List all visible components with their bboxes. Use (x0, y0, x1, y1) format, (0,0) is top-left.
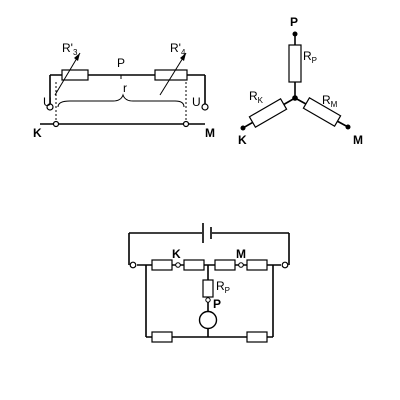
arrowhead-r4 (180, 53, 186, 61)
label-rp-fig2: RP (303, 49, 317, 65)
label-k-fig2: K (238, 133, 247, 147)
node-k-star (240, 125, 246, 131)
label-p-fig2: P (290, 15, 298, 29)
terminal-k (52, 120, 60, 128)
terminal-u-left (46, 103, 54, 111)
label-p-fig1: P (117, 56, 125, 70)
label-u-right: U (192, 95, 201, 109)
resistor-row-2 (183, 259, 205, 271)
resistor-rp-star (288, 44, 302, 83)
label-rk-fig2: RK (249, 89, 264, 105)
resistor-rk (248, 97, 288, 129)
label-k-fig3: K (172, 247, 181, 261)
label-k-fig1: K (33, 126, 42, 140)
star-center-node (292, 95, 298, 101)
label-m-fig2: M (353, 133, 363, 147)
label-p-fig3: P (213, 297, 221, 311)
resistor-rm (302, 96, 342, 128)
meter (198, 310, 218, 330)
resistor-rp-bridge (202, 279, 214, 298)
resistor-bottom-right (246, 331, 268, 343)
node-p-bridge (205, 297, 211, 303)
label-r: r (123, 81, 127, 95)
node-p-star (292, 31, 298, 37)
resistor-r4 (154, 69, 188, 81)
label-m-fig1: M (205, 126, 215, 140)
tap-k (175, 262, 181, 268)
figure-slide-wire: R'3 R'4 P r U U K M (33, 41, 215, 140)
label-u-left: U (43, 95, 52, 109)
brace-r (57, 93, 185, 108)
terminal-m (182, 120, 190, 128)
figure-star-network: P RP RK RM K M (238, 15, 363, 147)
resistor-r3 (61, 69, 89, 81)
resistor-row-4 (246, 259, 268, 271)
terminal-row-left (129, 261, 137, 269)
variable-arrow-r4 (159, 52, 187, 96)
variable-arrow-r3 (54, 52, 81, 96)
resistor-rk-group (248, 97, 288, 129)
resistor-bottom-left (151, 331, 173, 343)
tap-m (238, 262, 244, 268)
node-m-star (345, 124, 351, 130)
resistor-row-3 (214, 259, 236, 271)
resistor-row-1 (151, 259, 173, 271)
label-rp-fig3: RP (216, 279, 230, 295)
terminal-u-right (201, 103, 209, 111)
label-r3: R'3 (62, 41, 78, 57)
arrowhead-r3 (74, 53, 80, 61)
label-rm-fig2: RM (322, 93, 338, 109)
terminal-row-right (281, 261, 289, 269)
resistor-rm-group (302, 96, 342, 128)
label-r4: R'4 (170, 41, 186, 57)
label-m-fig3: M (236, 247, 246, 261)
figure-bridge-circuit: K M RP P (128, 223, 290, 343)
